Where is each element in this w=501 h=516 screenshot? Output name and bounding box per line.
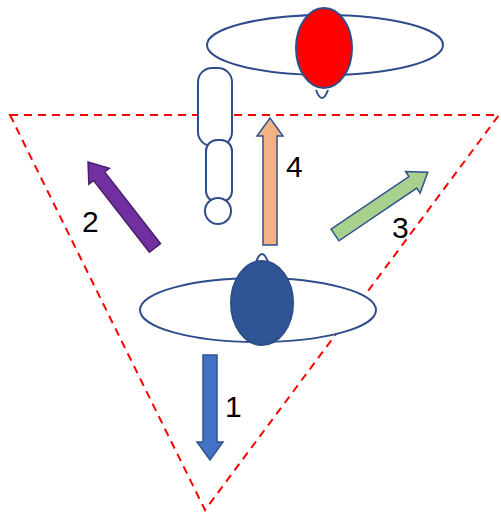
arrow-2 <box>78 154 165 256</box>
callout-number: 4 <box>286 152 303 182</box>
arrow-4 <box>257 118 283 245</box>
blue-person <box>140 254 376 345</box>
arrow-3 <box>328 161 435 245</box>
callout-number: 2 <box>82 207 99 237</box>
arrow-1 <box>197 355 223 460</box>
callout-number: 1 <box>225 392 242 422</box>
dashed-triangle <box>10 115 499 510</box>
callout-number: 3 <box>392 213 409 243</box>
